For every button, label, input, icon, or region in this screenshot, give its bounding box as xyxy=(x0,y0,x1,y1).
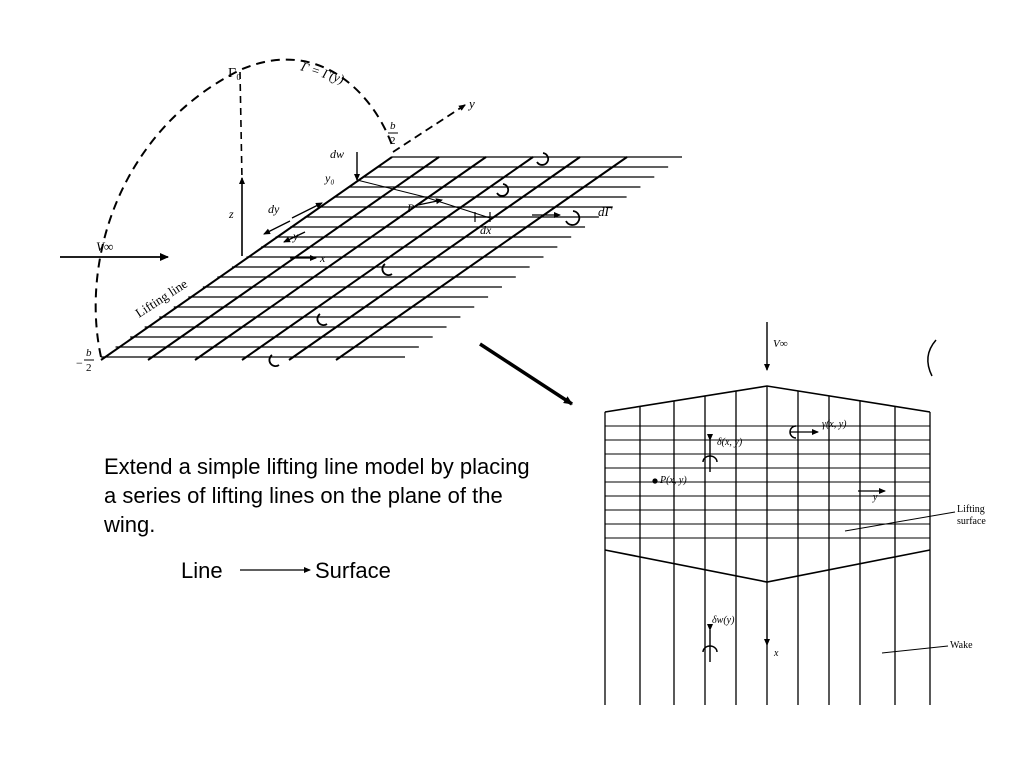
dx-bracket xyxy=(474,212,491,222)
vortex-symbols xyxy=(268,152,581,367)
dy-arrow-upper xyxy=(291,202,323,219)
freestream-velocity-label-right: V∞ xyxy=(773,338,788,350)
gamma-function-label: Γ = Γ(y) xyxy=(298,58,346,86)
vortex-symbol xyxy=(496,183,510,197)
p-xy-label: P(x, y) xyxy=(659,475,687,486)
bound-vortex-line xyxy=(100,156,393,361)
vortex-symbol xyxy=(268,354,280,367)
bound-vortex-line xyxy=(335,156,628,361)
half-span-positive-numerator: b xyxy=(390,120,396,132)
dy-arrow-lower xyxy=(263,220,291,235)
gamma0-label: Γ₀ xyxy=(228,66,241,81)
dw-label: dw xyxy=(330,147,344,161)
dgamma-label: dΓ xyxy=(598,204,613,219)
wake-leader xyxy=(881,645,949,654)
half-span-negative-sign: − xyxy=(76,356,83,370)
lifting-surface-grid-figure: V∞ γ(x, y) δ(x, y) P(x, y) y Lifting sur… xyxy=(604,322,986,705)
half-span-negative-denominator: 2 xyxy=(86,362,92,374)
dx-label: dx xyxy=(480,223,492,237)
wake-label: Wake xyxy=(950,640,973,651)
half-span-negative-numerator: b xyxy=(86,347,92,359)
p-point-label: P xyxy=(406,201,415,215)
bound-vortex-line xyxy=(194,156,487,361)
vortex-symbol xyxy=(565,210,581,226)
bound-vortex-line xyxy=(241,156,534,361)
spanwise-panel-lines xyxy=(605,425,930,539)
bound-vortex-lines xyxy=(100,156,628,361)
lifting-line-grid-figure: Γ₀ Γ = Γ(y) y b 2 − b 2 dw y₀ z dy y P x… xyxy=(60,58,682,374)
p-point-arrow xyxy=(417,198,443,206)
dy-label: dy xyxy=(268,202,280,216)
y-local-label: y xyxy=(292,229,299,243)
y-axis-dashed-line xyxy=(392,104,466,153)
delta-xy-label: δ(x, y) xyxy=(717,437,743,448)
figure-transition-arrow xyxy=(479,342,573,406)
lifting-line-label: Lifting line xyxy=(132,276,190,321)
gamma-xy-label: γ(x, y) xyxy=(822,419,847,430)
circulation-distribution-curve xyxy=(94,58,394,358)
lifting-surface-label-line2: surface xyxy=(957,516,986,527)
spanwise-grid-lines xyxy=(101,156,682,358)
p-point-dot xyxy=(652,478,658,484)
root-circulation-dashed-line xyxy=(239,71,243,181)
leading-edge xyxy=(604,385,931,413)
vortex-symbol xyxy=(536,152,550,166)
surface-word: Surface xyxy=(315,558,391,583)
caption-text: Extend a simple lifting line model by pl… xyxy=(104,454,530,537)
lifting-surface-label-line1: Lifting xyxy=(957,504,985,515)
freestream-velocity-label: V∞ xyxy=(96,239,113,254)
vortex-symbol xyxy=(381,263,393,276)
line-word: Line xyxy=(181,558,223,583)
bound-vortex-line xyxy=(288,156,581,361)
y-axis-label-right: y xyxy=(872,492,878,503)
trailing-edge xyxy=(604,549,931,583)
chordwise-grid-lines xyxy=(604,386,931,705)
x-axis-label: x xyxy=(319,251,326,265)
vortex-symbol xyxy=(316,313,328,326)
lifting-surface-leader xyxy=(844,511,956,532)
edge-arc-fragment xyxy=(927,339,937,377)
delta-w-label: δw(y) xyxy=(712,615,735,626)
x-axis-label-right: x xyxy=(773,648,779,659)
y-local-arrow xyxy=(283,231,306,243)
z-axis-label: z xyxy=(228,207,234,221)
half-span-positive-denominator: 2 xyxy=(390,135,396,147)
y-axis-label: y xyxy=(467,96,475,111)
y0-label: y₀ xyxy=(324,171,335,185)
p-point-line-1 xyxy=(356,179,426,198)
